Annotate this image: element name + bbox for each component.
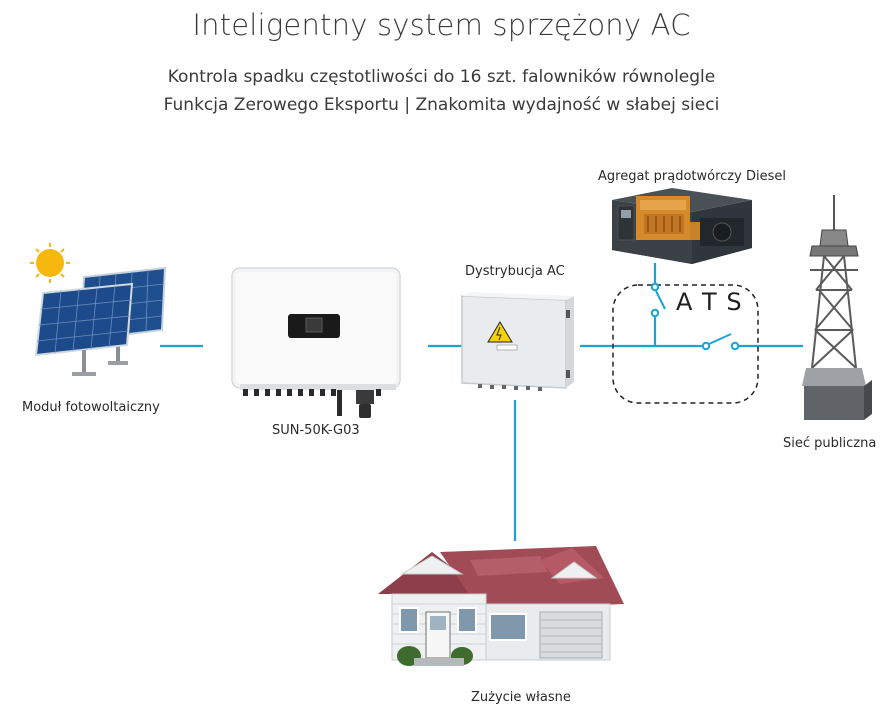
connection-lines bbox=[160, 263, 803, 541]
generator-label: Agregat prądotwórczy Diesel bbox=[598, 169, 786, 184]
house-icon bbox=[378, 546, 624, 666]
distribution-label: Dystrybucja AC bbox=[465, 264, 565, 279]
transmission-tower-icon bbox=[802, 195, 872, 420]
inverter-icon bbox=[231, 267, 401, 418]
inverter-label: SUN-50K-G03 bbox=[272, 423, 360, 438]
ats-switch bbox=[612, 282, 759, 404]
distribution-box-icon bbox=[461, 292, 574, 391]
diesel-generator-icon bbox=[612, 188, 752, 264]
home-label: Zużycie własne bbox=[471, 690, 571, 705]
page-title: Inteligentny system sprzężony AC bbox=[192, 8, 691, 42]
solar-panel-icon bbox=[30, 243, 167, 376]
pv-module-label: Moduł fotowoltaiczny bbox=[22, 400, 160, 415]
grid-label: Sieć publiczna bbox=[783, 436, 877, 451]
ats-label: A T S bbox=[676, 288, 743, 316]
subtitle-line-2: Funkcja Zerowego Eksportu | Znakomita wy… bbox=[163, 95, 720, 115]
subtitle-line-1: Kontrola spadku częstotliwości do 16 szt… bbox=[167, 67, 716, 87]
